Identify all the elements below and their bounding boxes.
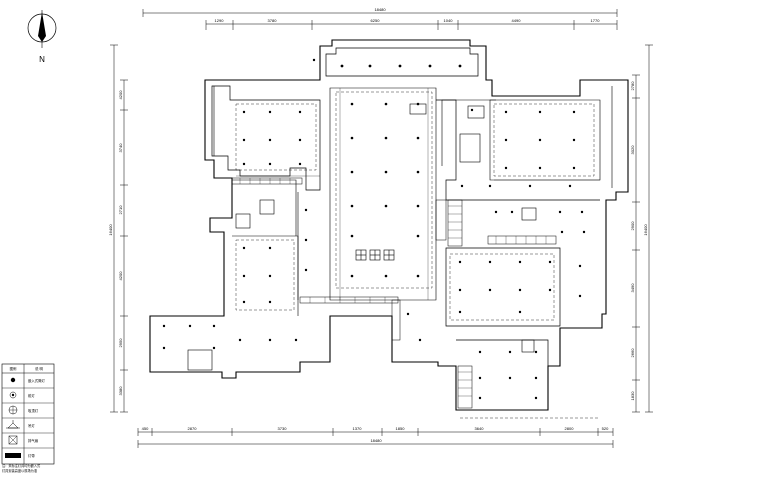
fixture-boxes bbox=[187, 103, 537, 371]
cabinet-bottom bbox=[457, 365, 473, 409]
cabinet-right-1 bbox=[447, 199, 463, 247]
bottom-dim-8: 520 bbox=[602, 426, 609, 431]
note-line-2: 灯具安装高度以现场为准 bbox=[2, 468, 38, 473]
inner-dimension-marks bbox=[236, 88, 600, 300]
right-dim-6: 1830 bbox=[630, 391, 635, 401]
bottom-dim-1: 450 bbox=[142, 426, 149, 431]
legend: 图例 说 明 嵌入式筒灯 射灯 吸顶灯 吊灯 排气扇 灯带 bbox=[1, 363, 55, 465]
north-label: N bbox=[39, 55, 45, 64]
right-dim-1: 2780 bbox=[630, 81, 635, 91]
top-dim-2: 3780 bbox=[268, 18, 278, 23]
top-dimension-chain bbox=[142, 9, 618, 30]
legend-desc-6: 灯带 bbox=[28, 453, 35, 458]
left-dimension-chain bbox=[110, 44, 128, 413]
left-room bbox=[232, 235, 299, 316]
cabinet-small bbox=[435, 199, 447, 241]
legend-desc-5: 排气扇 bbox=[28, 438, 39, 443]
bath-lower bbox=[456, 339, 549, 410]
right-total-dim: 16400 bbox=[643, 224, 648, 236]
top-total-dim: 18480 bbox=[374, 7, 386, 12]
cabinet-top-left bbox=[231, 177, 303, 185]
bottom-dim-2: 2870 bbox=[188, 426, 198, 431]
right-dim-4: 3490 bbox=[630, 283, 635, 293]
top-dim-3: 6250 bbox=[371, 18, 381, 23]
bottom-total-dim: 18480 bbox=[370, 438, 382, 443]
right-dim-3: 2900 bbox=[630, 221, 635, 231]
top-dim-5: 4490 bbox=[512, 18, 522, 23]
ceiling-lamp-icon bbox=[8, 405, 18, 415]
pendant-lamp-icon bbox=[6, 420, 20, 429]
top-bay bbox=[325, 47, 479, 77]
bottom-dimension-chain bbox=[137, 428, 614, 448]
corridor bbox=[436, 99, 600, 201]
left-dim-1: 4200 bbox=[118, 90, 123, 100]
pendant-lamps bbox=[355, 249, 395, 261]
bath-right bbox=[445, 247, 561, 327]
wardrobe-block bbox=[441, 99, 496, 166]
bottom-dim-3: 3730 bbox=[278, 426, 288, 431]
legend-desc-2: 射灯 bbox=[28, 393, 35, 398]
downlights bbox=[162, 58, 586, 400]
top-dim-6: 1770 bbox=[591, 18, 601, 23]
right-dimension-chain bbox=[632, 44, 653, 413]
left-dim-4: 4200 bbox=[118, 271, 123, 281]
left-dim-2: 3740 bbox=[118, 143, 123, 153]
pendant-lamp-1 bbox=[355, 249, 367, 261]
legend-desc-4: 吊灯 bbox=[28, 423, 35, 428]
bottom-dim-5: 1850 bbox=[396, 426, 406, 431]
right-dim-5: 2660 bbox=[630, 348, 635, 358]
outer-wall bbox=[149, 39, 629, 411]
exhaust-fan-icon bbox=[8, 435, 18, 445]
floor-plan bbox=[149, 39, 629, 411]
note-line-1: 注：未标注灯具均为嵌入式 bbox=[2, 463, 41, 468]
left-dim-5: 2950 bbox=[118, 338, 123, 348]
right-dim-2: 3020 bbox=[630, 145, 635, 155]
ceiling-dashed-lines bbox=[235, 91, 600, 419]
bottom-dim-6: 3640 bbox=[475, 426, 485, 431]
legend-desc-3: 吸顶灯 bbox=[28, 408, 39, 413]
legend-header-desc: 说 明 bbox=[35, 366, 43, 371]
top-dim-1: 1290 bbox=[215, 18, 225, 23]
spotlight-icon bbox=[9, 391, 17, 399]
cabinet-hatches bbox=[239, 178, 547, 397]
left-dim-6: 3380 bbox=[118, 386, 123, 396]
cabinet-vertical-mid bbox=[391, 299, 401, 341]
pendant-lamp-3 bbox=[383, 249, 395, 261]
living-room-wall bbox=[329, 87, 437, 301]
top-dim-4: 1040 bbox=[444, 18, 454, 23]
legend-header-symbol: 图例 bbox=[10, 366, 17, 371]
inner-wall-outer-ring bbox=[211, 85, 321, 191]
pendant-lamp-2 bbox=[369, 249, 381, 261]
legend-desc-1: 嵌入式筒灯 bbox=[28, 378, 46, 383]
downlight-icon bbox=[10, 377, 16, 383]
bottom-dim-7: 2800 bbox=[565, 426, 575, 431]
led-strip-icon bbox=[5, 453, 21, 458]
bottom-dim-4: 1370 bbox=[353, 426, 363, 431]
north-arrow: N bbox=[27, 10, 57, 64]
cabinet-right-2 bbox=[487, 235, 557, 245]
left-dim-3: 2710 bbox=[118, 205, 123, 215]
kitchen bbox=[232, 179, 297, 236]
left-total-dim: 16400 bbox=[108, 224, 113, 236]
